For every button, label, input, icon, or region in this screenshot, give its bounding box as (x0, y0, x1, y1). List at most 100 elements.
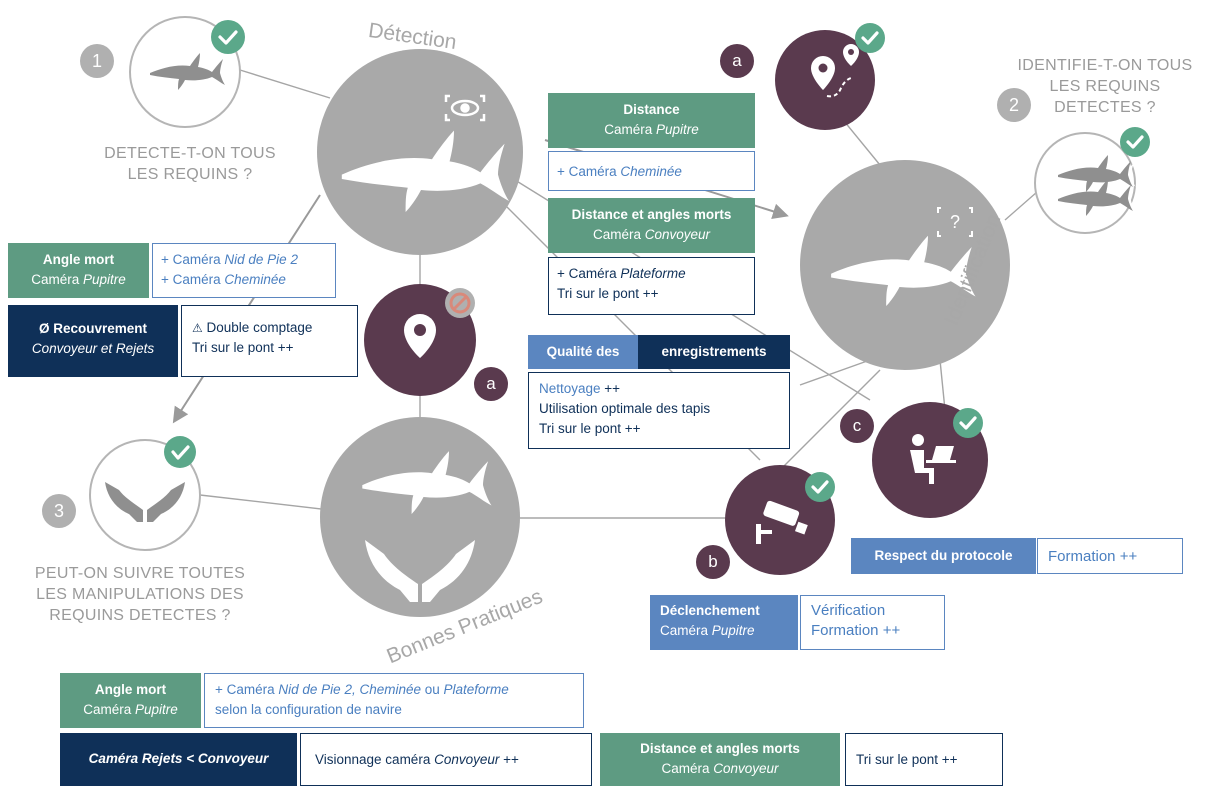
question-line: IDENTIFIE-T-ON TOUS (1017, 57, 1193, 74)
box-sub: Caméra (592, 227, 645, 242)
box-text: ou (421, 682, 444, 697)
security-camera-icon (756, 500, 808, 544)
bottom-distance-box: Distance et angles morts Caméra Convoyeu… (600, 733, 840, 786)
question-number-badge: 3 (42, 494, 76, 528)
box-text: + Caméra (557, 266, 621, 281)
box-text-italic: Nid de Pie 2 (224, 252, 298, 267)
box-text-italic: Cheminée (224, 272, 286, 287)
question-line: DETECTE-T-ON TOUS (104, 145, 276, 162)
question-focus-icon: ? (937, 207, 973, 237)
bonnes-pratiques-circle (320, 417, 520, 617)
box-sub: Caméra (604, 122, 656, 137)
visionnage-box: Visionnage caméra Convoyeur ++ (300, 733, 592, 786)
box-text: Nettoyage (539, 381, 601, 396)
bottom-tri-box: Tri sur le pont ++ (845, 733, 1003, 786)
letter-badge-c: c (840, 409, 874, 443)
check-icon (855, 23, 885, 53)
respect-protocole-box: Respect du protocole (851, 538, 1036, 574)
box-sub-italic: Pupitre (711, 623, 755, 638)
check-icon (953, 408, 983, 438)
question-1-text: DETECTE-T-ON TOUS LES REQUINS ? (80, 143, 300, 185)
svg-text:?: ? (950, 212, 960, 232)
question-line: LES REQUINS ? (127, 166, 253, 183)
box-sub: Caméra (31, 272, 83, 287)
rejets-box: Caméra Rejets < Convoyeur (60, 733, 297, 786)
box-text: ++ (499, 752, 519, 767)
angle-mort-cameras-box: + Caméra Nid de Pie 2 + Caméra Cheminée (152, 243, 336, 298)
question-2-text: IDENTIFIE-T-ON TOUS LES REQUINS DETECTES… (1000, 55, 1210, 118)
angle-mort-box: Angle mort Caméra Pupitre (8, 243, 149, 298)
box-text-italic: Plateforme (620, 266, 686, 281)
enregistrements-box: enregistrements (638, 335, 790, 369)
box-title: Distance et angles morts (571, 207, 732, 222)
box-text: selon la configuration de navire (215, 702, 402, 717)
check-icon (805, 472, 835, 502)
box-title: Déclenchement (660, 603, 760, 618)
check-icon (164, 436, 196, 468)
box-text: Tri sur le pont ++ (557, 286, 659, 301)
shark-identify-circle (1034, 132, 1136, 234)
question-line: PEUT-ON SUIVRE TOUTES (34, 565, 246, 582)
location-pin-icon (404, 314, 436, 358)
box-text: + Caméra (161, 272, 225, 287)
box-sub-italic: Convoyeur et Rejets (31, 341, 155, 356)
box-title: Distance et angles morts (640, 741, 800, 756)
check-icon (1120, 127, 1150, 157)
nettoyage-box: Nettoyage ++ Utilisation optimale des ta… (528, 372, 790, 449)
check-icon (211, 20, 245, 54)
eye-icon (444, 94, 486, 122)
box-title: Angle mort (42, 252, 115, 267)
letter-badge-b: b (696, 545, 730, 579)
box-title: Ø Recouvrement (38, 321, 148, 336)
question-line: LES REQUINS (1049, 78, 1161, 95)
box-sub-italic: Pupitre (82, 272, 126, 287)
box-title: Distance (623, 102, 680, 117)
question-number-badge: 1 (80, 44, 114, 78)
distance-angles-box: Distance et angles morts Caméra Convoyeu… (548, 198, 755, 253)
box-sub-italic: Convoyeur (644, 227, 711, 242)
box-text-italic: Nid de Pie 2, Cheminée (278, 682, 421, 697)
box-text: ++ (600, 381, 621, 396)
shark-icon (1058, 179, 1133, 216)
shark-icon (1058, 155, 1133, 192)
question-line: LES MANIPULATIONS DES (36, 586, 244, 603)
hands-circle (89, 439, 201, 551)
box-sub: Caméra (83, 702, 135, 717)
box-text: Visionnage caméra (315, 752, 435, 767)
box-text: Tri sur le pont ++ (539, 421, 641, 436)
box-text: Utilisation optimale des tapis (539, 401, 711, 416)
location-route-icon (811, 44, 859, 98)
box-text-italic: Cheminée (620, 164, 682, 179)
question-3-text: PEUT-ON SUIVRE TOUTES LES MANIPULATIONS … (15, 563, 265, 626)
plateforme-box: + Caméra Plateforme Tri sur le pont ++ (548, 257, 755, 315)
box-text: Formation ++ (811, 622, 901, 639)
hands-icon (105, 482, 185, 522)
box-sub-italic: Pupitre (655, 122, 699, 137)
box-title: Angle mort (94, 682, 167, 697)
hands-icon (365, 540, 475, 602)
prohibited-icon (445, 288, 475, 318)
recouvrement-box: Ø Recouvrement Convoyeur et Rejets (8, 305, 178, 377)
question-number-badge: 2 (997, 88, 1031, 122)
letter-badge-a: a (720, 44, 754, 78)
box-text: + Caméra (161, 252, 225, 267)
double-comptage-box: ⚠ Double comptage Tri sur le pont ++ (181, 305, 358, 377)
bottom-cameras-box: + Caméra Nid de Pie 2, Cheminée ou Plate… (204, 673, 584, 728)
detection-circle (317, 49, 523, 255)
warning-icon: ⚠ (192, 321, 203, 335)
box-sub: Caméra (661, 761, 714, 776)
bottom-angle-mort-box: Angle mort Caméra Pupitre (60, 673, 201, 728)
box-sub: Caméra (660, 623, 712, 638)
shark-icon (150, 53, 225, 90)
box-text: + Caméra (215, 682, 279, 697)
cheminee-box: + Caméra Cheminée (548, 151, 755, 191)
box-text: Vérification (811, 602, 886, 619)
letter-badge-a: a (474, 367, 508, 401)
formation-box: Formation ++ (1037, 538, 1183, 574)
question-line: DETECTES ? (1054, 99, 1156, 116)
box-text: Tri sur le pont ++ (192, 340, 294, 355)
box-sub-italic: Pupitre (134, 702, 178, 717)
box-sub-italic: Convoyeur (713, 761, 779, 776)
box-text-italic: Plateforme (443, 682, 509, 697)
distance-pupitre-box: Distance Caméra Pupitre (548, 93, 755, 148)
